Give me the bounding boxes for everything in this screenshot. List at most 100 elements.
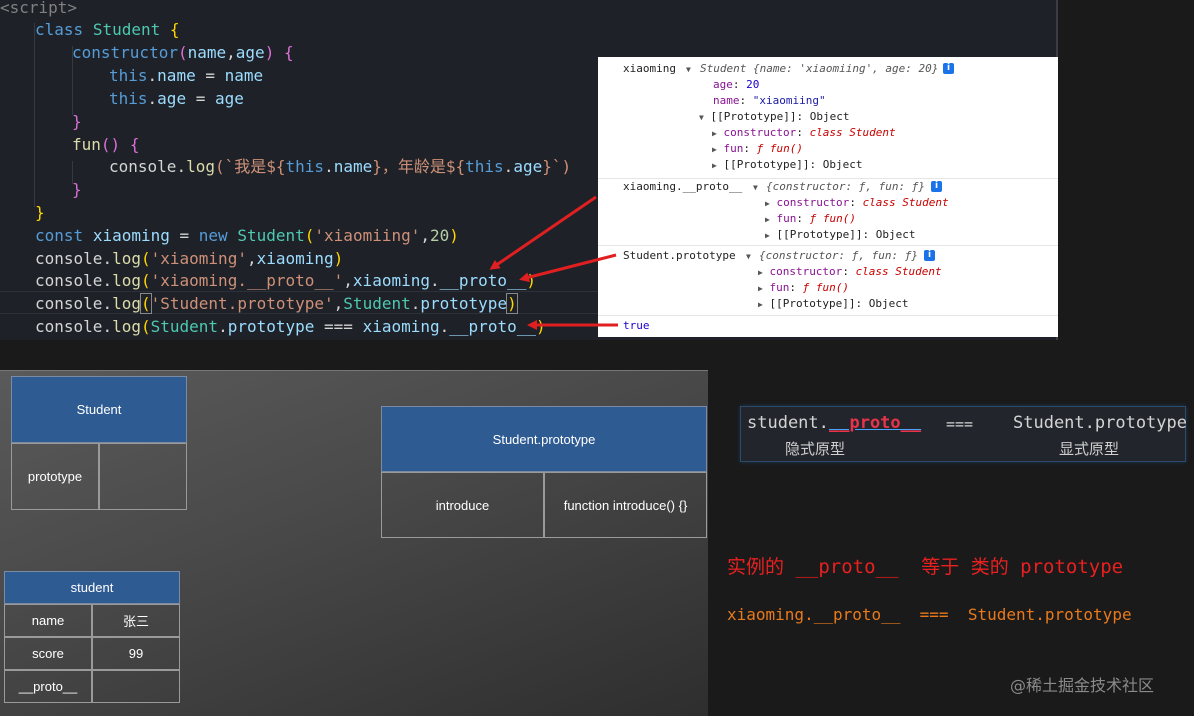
code-token: ( <box>140 271 151 290</box>
property-row[interactable]: ▶ constructor: class Student <box>712 126 896 139</box>
code-token: xiaoming <box>352 271 430 290</box>
compare-right: Student.prototype <box>1013 413 1187 433</box>
devtools-console[interactable]: xiaoming ▼ Student {name: 'xiaomiing', a… <box>598 57 1058 337</box>
code-token: } <box>72 180 82 199</box>
code-token: this <box>109 66 148 85</box>
red-arrow <box>519 253 617 283</box>
code-token: __proto__ <box>439 271 527 290</box>
student-class-prototype-cell: prototype <box>11 443 99 510</box>
note-line: xiaoming.__proto__ === Student.prototype <box>727 605 1132 624</box>
instance-value-cell: 99 <box>92 637 180 670</box>
property-row[interactable]: ▶ fun: ƒ fun() <box>758 281 849 294</box>
compare-left-proto: __proto__ <box>829 413 922 433</box>
code-line-2: class Student { <box>35 18 180 41</box>
code-token: log <box>112 317 141 336</box>
code-token: ) <box>449 226 459 245</box>
prototype-label: [[Prototype]]: Object <box>776 228 916 241</box>
console-label: xiaoming.__proto__ <box>623 180 743 193</box>
text-cursor <box>516 295 518 314</box>
code-line-1: <script> <box>0 0 77 19</box>
expand-triangle-icon[interactable]: ▼ <box>686 65 691 74</box>
code-line-8: console.log(`我是${this.name}，年龄是${this.ag… <box>109 155 571 178</box>
object-summary[interactable]: {constructor: ƒ, fun: ƒ} <box>766 180 925 193</box>
code-token: ( <box>304 226 315 245</box>
expand-triangle-icon[interactable]: ▼ <box>746 252 751 261</box>
comparison-panel: student. __proto__ === Student.prototype… <box>740 406 1187 462</box>
object-summary[interactable]: {constructor: ƒ, fun: ƒ} <box>759 249 918 262</box>
collapse-triangle-icon: ▶ <box>758 284 763 293</box>
prototype-row[interactable]: ▶ [[Prototype]]: Object <box>712 157 863 173</box>
code-token: console <box>35 294 103 313</box>
code-token: . <box>439 317 450 336</box>
instance-header: student <box>4 571 180 604</box>
property-value: "xiaomiing" <box>752 94 826 107</box>
code-token: 'Student.prototype' <box>150 294 334 313</box>
current-line-highlight <box>0 291 1056 314</box>
console-label: Student.prototype <box>623 249 736 262</box>
info-icon: i <box>943 63 954 74</box>
object-summary[interactable]: Student {name: 'xiaomiing', age: 20} <box>700 62 939 75</box>
code-token: . <box>102 271 113 290</box>
code-token: console <box>35 317 103 336</box>
code-token: , <box>343 271 353 290</box>
console-row-prototype: Student.prototype ▼ {constructor: ƒ, fun… <box>598 246 1058 316</box>
prototype-row[interactable]: ▼ [[Prototype]]: Object <box>699 109 850 125</box>
code-token: , <box>420 226 431 245</box>
collapse-triangle-icon: ▶ <box>765 231 770 240</box>
code-token: name <box>157 66 196 85</box>
code-token: . <box>176 157 187 176</box>
watermark: @稀土掘金技术社区 <box>1010 676 1155 695</box>
code-token: this <box>285 157 325 176</box>
instance-key-cell: name <box>4 604 92 637</box>
collapse-triangle-icon: ▶ <box>765 215 770 224</box>
prototype-box-value: function introduce() {} <box>544 472 707 538</box>
code-token: prototype <box>227 317 315 336</box>
property-value: class Student <box>855 265 942 278</box>
code-line-6: } <box>72 110 82 133</box>
code-token: . <box>102 249 113 268</box>
code-line-13: console.log('xiaoming.__proto__',xiaomin… <box>35 269 536 292</box>
code-token: xiaoming <box>362 317 440 336</box>
info-icon: i <box>931 181 942 192</box>
code-token: 20 <box>430 226 450 245</box>
code-token: Student <box>237 226 305 245</box>
code-token: console <box>35 249 103 268</box>
prototype-box-key: introduce <box>381 472 544 538</box>
code-token: . <box>147 66 158 85</box>
code-token: . <box>218 317 228 336</box>
implicit-prototype-caption: 隐式原型 <box>785 440 846 458</box>
property-row[interactable]: ▶ fun: ƒ fun() <box>765 212 856 225</box>
code-token: = <box>169 226 199 245</box>
code-token: name <box>187 43 227 62</box>
code-token: __proto__ <box>449 317 536 336</box>
prototype-row[interactable]: ▶ [[Prototype]]: Object <box>765 227 916 243</box>
code-token: Student <box>150 317 219 336</box>
property-value: ƒ fun() <box>802 281 849 294</box>
property-row[interactable]: ▶ constructor: class Student <box>765 196 949 209</box>
note-title: 实例的 __proto__ 等于 类的 prototype <box>727 556 1124 578</box>
code-token: log <box>112 271 141 290</box>
student-class-header: Student <box>11 376 187 443</box>
code-token: ( <box>177 43 188 62</box>
property-value: ƒ fun() <box>809 212 856 225</box>
expand-triangle-icon[interactable]: ▼ <box>753 183 758 192</box>
code-token: ( <box>140 293 152 314</box>
property-value: 20 <box>746 78 760 91</box>
code-token: age <box>513 157 543 176</box>
boolean-result: true <box>623 319 650 332</box>
code-token: (`我是${ <box>214 157 286 176</box>
explicit-prototype-caption: 显式原型 <box>1059 440 1120 458</box>
code-token: prototype <box>420 294 508 313</box>
code-token: = <box>195 66 225 85</box>
property-value: class Student <box>809 126 896 139</box>
code-token: xiaoming <box>256 249 334 268</box>
code-token: 'xiaoming.__proto__' <box>150 271 344 290</box>
property-key: fun <box>776 212 797 225</box>
code-token: xiaoming <box>92 226 170 245</box>
compare-left: student. <box>747 413 829 433</box>
property-row[interactable]: ▶ fun: ƒ fun() <box>712 142 803 155</box>
prototype-row[interactable]: ▶ [[Prototype]]: Object <box>758 296 909 312</box>
code-line-14: console.log('Student.prototype',Student.… <box>35 292 518 315</box>
property-row[interactable]: ▶ constructor: class Student <box>758 265 942 278</box>
property-value: class Student <box>862 196 949 209</box>
